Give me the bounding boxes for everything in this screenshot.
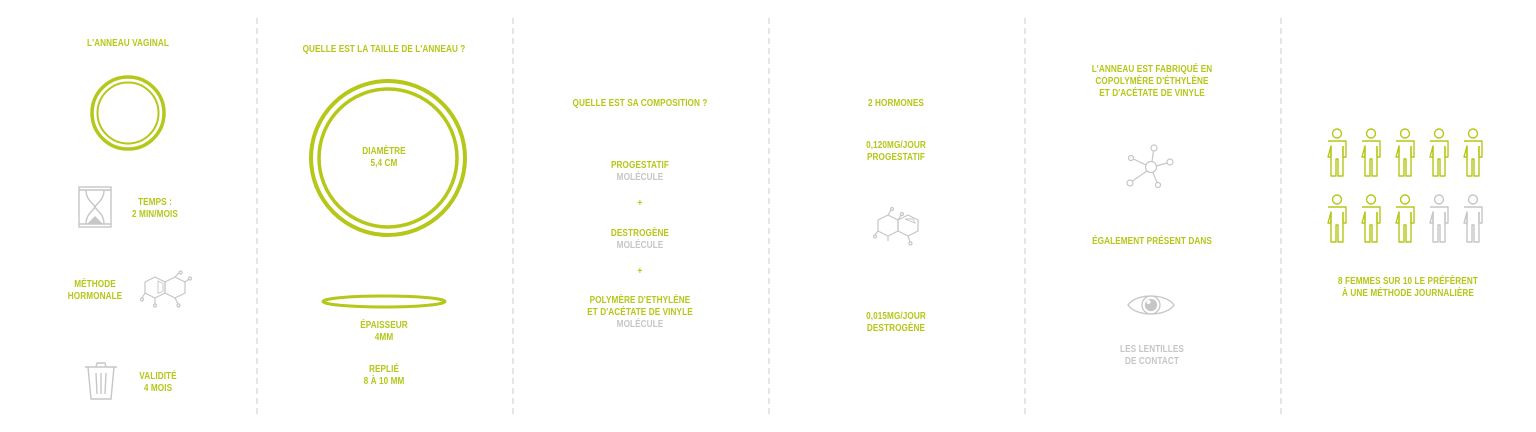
component-name: DESTROGÈNE [610,228,670,239]
molecule-icon [139,270,193,311]
trash-bin-icon [84,362,118,400]
lens-label: DE CONTACT [1125,356,1179,367]
time-label: TEMPS : [138,197,172,208]
person-icon [1463,194,1483,243]
plus-sign: + [637,198,643,209]
column-title: L'ANNEAU VAGINAL [87,38,169,49]
column-ring-size: QUELLE EST LA TAILLE DE L'ANNEAU ? DIAMÈ… [256,0,512,432]
person-icon-highlighted [1429,128,1449,177]
person-icon-highlighted [1327,194,1347,243]
lens-label: LES LENTILLES [1120,344,1184,355]
molecule-icon [872,206,924,247]
column-ring-overview: L'ANNEAU VAGINAL TEMPS : 2 MIN/MOIS MÉTH… [0,0,256,432]
stat-text: À UNE MÉTHODE JOURNALIÈRE [1342,288,1474,299]
column-divider [1024,18,1026,414]
diameter-value: 5,4 CM [370,158,398,169]
column-preference: 8 FEMMES SUR 10 LE PRÉFÈRENT À UNE MÉTHO… [1280,0,1536,432]
hourglass-icon [78,186,112,228]
column-title: COPOLYMÈRE D'ÉTHYLÈNE [1095,76,1209,87]
column-divider [768,18,770,414]
person-icon-highlighted [1463,128,1483,177]
column-title: QUELLE EST LA TAILLE DE L'ANNEAU ? [302,44,466,55]
person-icon-highlighted [1395,128,1415,177]
folded-label: REPLIÉ [368,364,400,375]
time-value: 2 MIN/MOIS [132,209,178,220]
stat-text: 8 FEMMES SUR 10 LE PRÉFÈRENT [1338,276,1478,287]
person-icon-highlighted [1327,128,1347,177]
dose-value: 0,015MG/JOUR [866,311,926,322]
also-present-label: ÉGALEMENT PRÉSENT DANS [1092,236,1212,247]
dose-hormone: PROGESTATIF [866,152,925,163]
people-pictogram [1325,128,1495,258]
dose-value: 0,120MG/JOUR [866,140,926,151]
column-divider [512,18,514,414]
person-icon-highlighted [1395,194,1415,243]
component-type: MOLÉCULE [616,240,664,251]
folded-value: 8 À 10 MM [363,376,405,387]
thickness-value: 4MM [374,332,394,343]
column-title: ET D'ACÉTATE DE VINYLE [1099,88,1205,99]
thickness-label: ÉPAISSEUR [360,320,408,331]
ring-icon [88,73,168,153]
eye-icon [1126,289,1176,321]
component-type: MOLÉCULE [616,319,664,330]
person-icon [1429,194,1449,243]
column-divider [1280,18,1282,414]
component-name: POLYMÈRE D'ETHYLÈNE [589,295,691,306]
component-type: MOLÉCULE [616,172,664,183]
column-material: L'ANNEAU EST FABRIQUÉ EN COPOLYMÈRE D'ÉT… [1024,0,1280,432]
plus-sign: + [637,266,643,277]
column-title: QUELLE EST SA COMPOSITION ? [572,98,708,109]
column-divider [256,18,258,414]
diameter-label: DIAMÈTRE [362,146,406,157]
person-icon-highlighted [1361,194,1381,243]
column-composition: QUELLE EST SA COMPOSITION ? PROGESTATIF … [512,0,768,432]
column-hormones: 2 HORMONES 0,120MG/JOUR PROGESTATIF 0,01… [768,0,1024,432]
validity-value: 4 MOIS [143,383,173,394]
validity-label: VALIDITÉ [139,371,177,382]
column-title: 2 HORMONES [868,98,924,109]
component-name: PROGESTATIF [610,160,669,171]
column-title: L'ANNEAU EST FABRIQUÉ EN [1091,64,1213,75]
method-label: MÉTHODE [74,279,116,290]
ring-diameter-icon [308,78,470,240]
network-molecule-icon [1125,144,1175,190]
ring-thickness-icon [320,294,448,310]
method-label: HORMONALE [67,291,123,302]
person-icon-highlighted [1361,128,1381,177]
component-name: ET D'ACÉTATE DE VINYLE [587,307,693,318]
dose-hormone: DESTROGÈNE [866,323,926,334]
